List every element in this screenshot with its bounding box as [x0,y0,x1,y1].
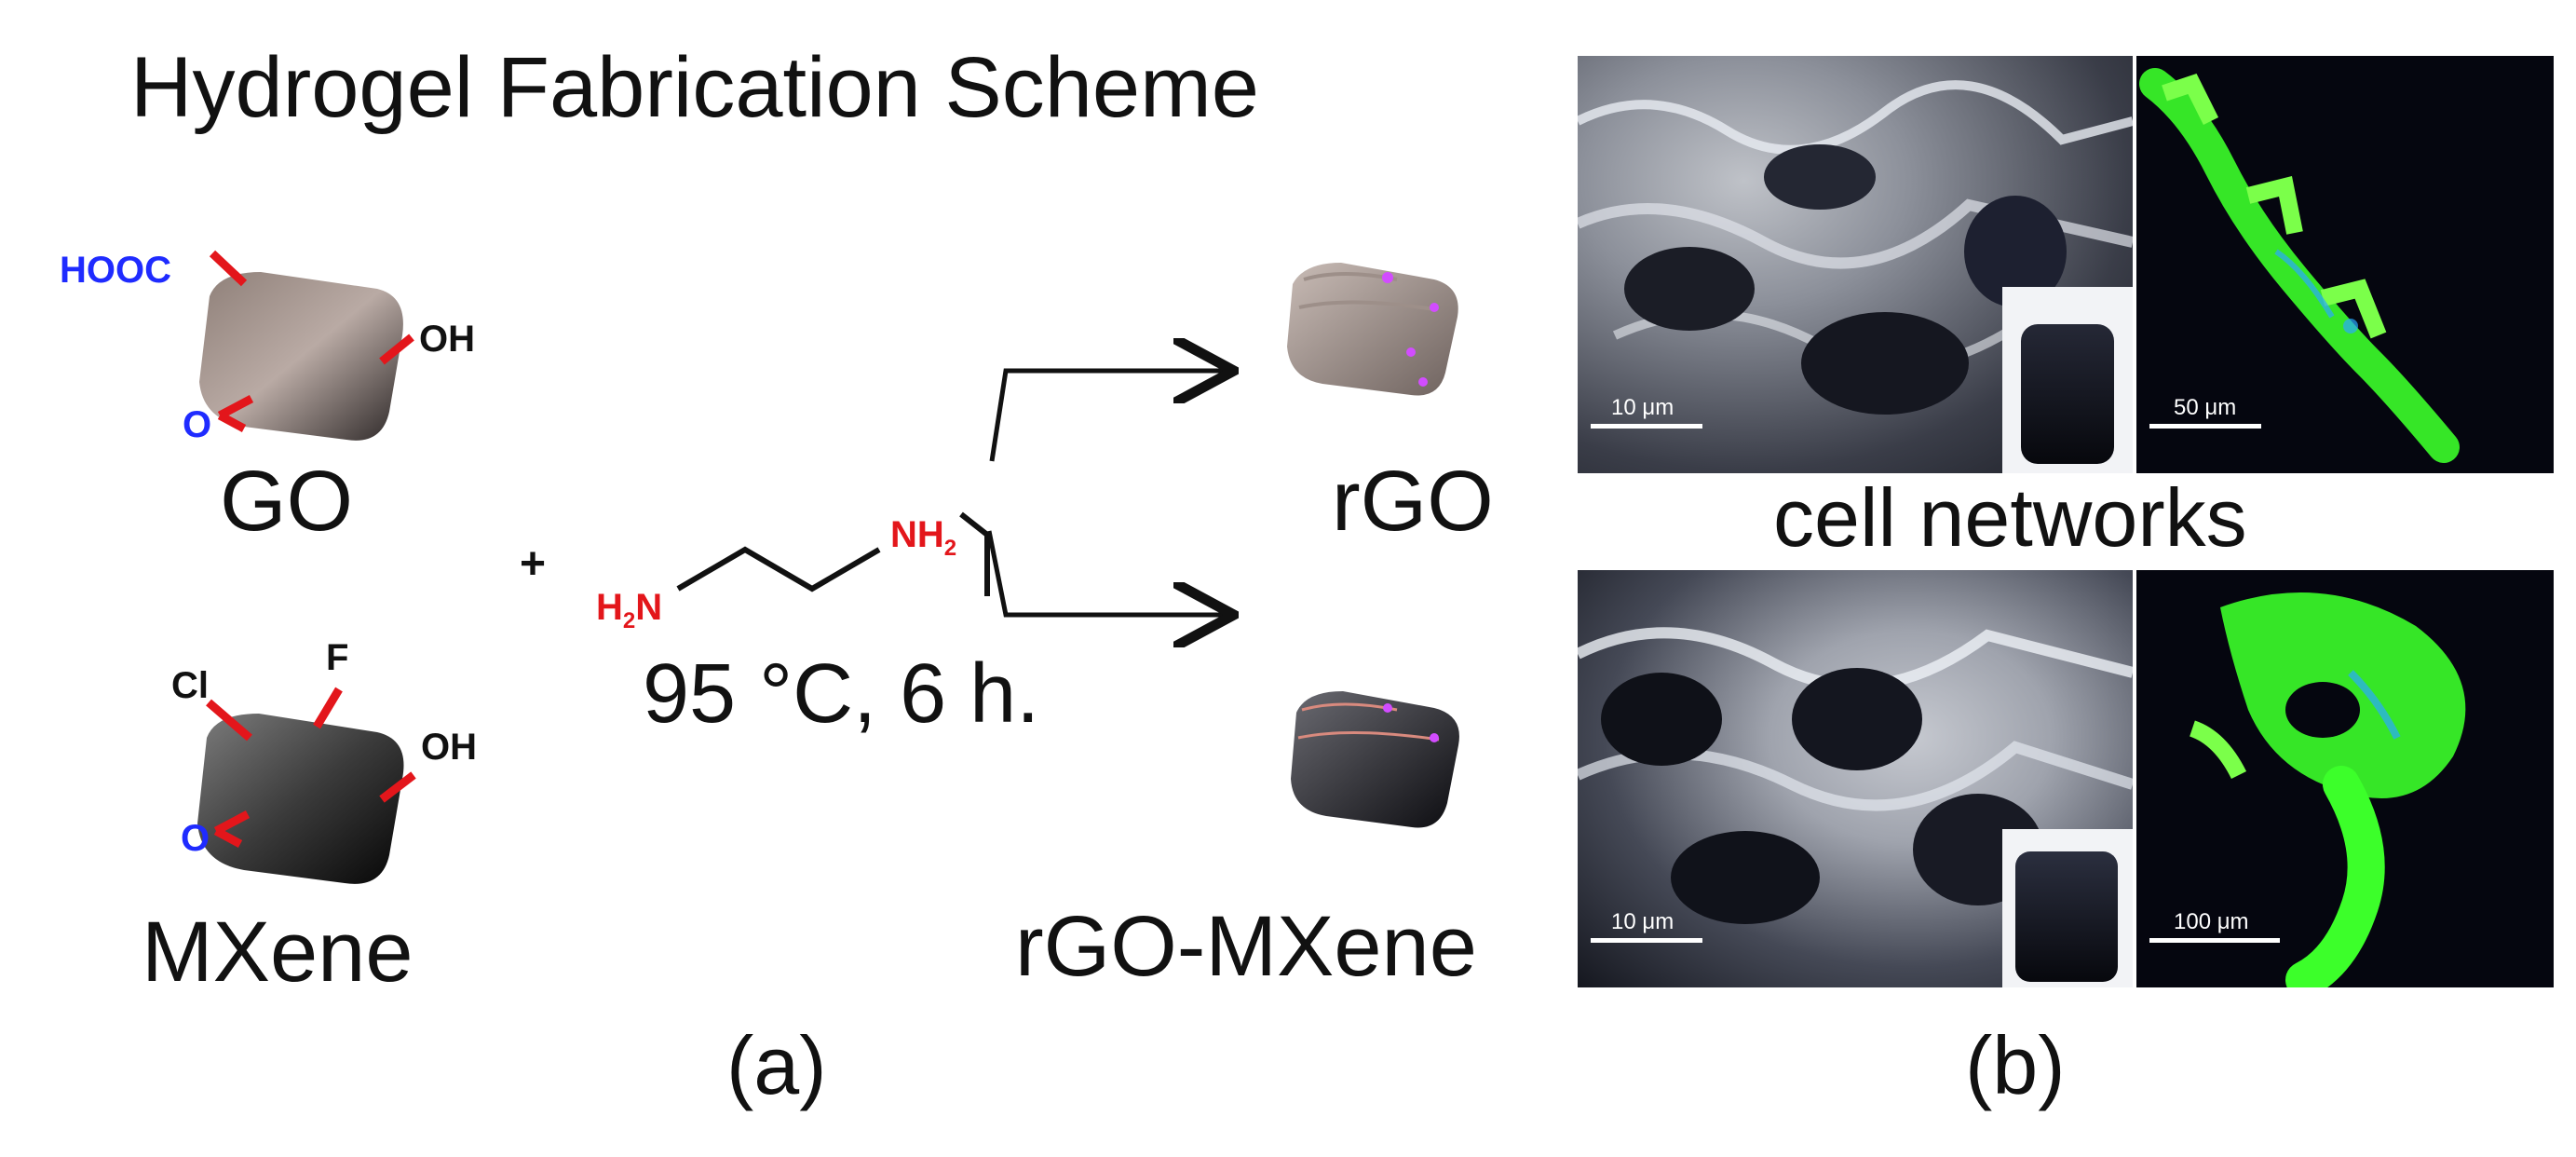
sem-top-scalebar [1591,424,1702,429]
sem-bottom-scalebar-label: 10 μm [1611,909,1674,934]
rgo-mxene-label: rGO-MXene [1015,899,1477,994]
sem-top-scalebar-label: 10 μm [1611,395,1674,420]
mxene-cl-group: Cl [171,665,209,706]
nh2-group: NH2 [890,514,957,561]
go-o-group: O [183,404,212,445]
fluor-top-scalebar [2149,424,2261,429]
fluor-bottom-scalebar [2149,938,2280,943]
fluor-bottom-scalebar-label: 100 μm [2174,909,2249,934]
inset-top [2002,287,2133,473]
plus-sign: + [520,539,547,589]
go-sheet-icon [199,250,414,441]
rgo-product-icon [1287,263,1458,396]
h2n-group: H2N [596,587,663,633]
inset-bottom [2002,829,2133,987]
sem-bottom-scalebar [1591,938,1702,943]
go-oh-group: OH [419,319,475,360]
fluor-top-scalebar-label: 50 μm [2174,395,2237,420]
rgo-label: rGO [1332,454,1494,549]
panel-b-label: (b) [1965,1019,2066,1111]
mxene-label: MXene [142,905,414,1000]
diagram-title: Hydrogel Fabrication Scheme [130,40,1259,135]
reaction-conditions: 95 °C, 6 h. [643,647,1040,741]
mxene-sheet-icon [197,687,416,884]
rgo-mxene-product-icon [1291,691,1459,828]
mxene-f-group: F [326,637,349,678]
cell-networks-caption: cell networks [1773,471,2247,564]
panel-a-label: (a) [726,1019,827,1111]
mxene-oh-group: OH [421,727,477,768]
go-hooc-group: HOOC [60,250,171,291]
sem-image-bottom: 10 μm [1578,570,2133,987]
go-label: GO [220,454,354,549]
mxene-o-group: O [181,818,210,859]
sem-image-top: 10 μm [1578,56,2133,473]
fluorescence-image-top: 50 μm [2136,56,2554,473]
fluorescence-image-bottom: 100 μm [2136,570,2554,987]
reaction-arrows [986,371,1229,615]
ethylenediamine-structure [676,511,990,596]
